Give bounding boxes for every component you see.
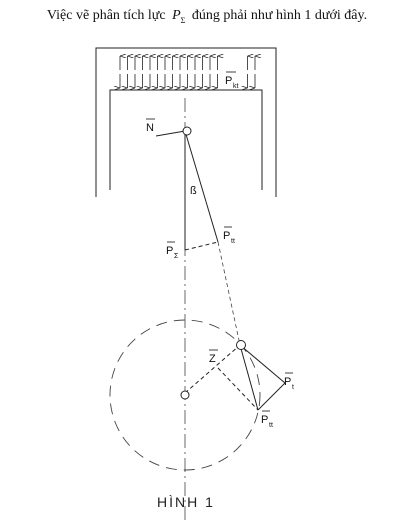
label-beta: ß (190, 185, 197, 197)
crank-circle (109, 319, 261, 471)
label-ptt-top: P tt (223, 226, 235, 245)
label-z: Z (209, 349, 218, 365)
label-psigma: P Σ (166, 241, 179, 260)
label-pkt-sub: kt (233, 83, 239, 90)
figure-title: HÌNH 1 (157, 494, 215, 510)
label-pkt-letter: P (225, 75, 232, 87)
label-pt-sub: t (292, 384, 294, 391)
caption-after: đúng phải như hình 1 dưới đây. (191, 8, 368, 23)
crank-pin (236, 340, 246, 350)
caption-before: Việc vẽ phân tích lực (46, 8, 166, 23)
top-force-triangle (155, 130, 219, 251)
label-psigma-letter: P (166, 245, 173, 257)
label-ptt-bottom-sub: tt (269, 422, 273, 429)
pt-to-ptt (257, 382, 286, 411)
crankshaft-center (180, 390, 190, 400)
ptt-bottom-vector (239, 344, 259, 411)
caption-text: Việc vẽ phân tích lực PΣ đúng phải như h… (0, 8, 414, 25)
rod-vector (184, 130, 219, 243)
label-ptt-bottom: P tt (261, 410, 273, 429)
caption-symbol-letter: P (172, 8, 181, 23)
cylinder-outline (95, 47, 277, 197)
caption-symbol: PΣ (172, 8, 186, 25)
connecting-rod-line (217, 241, 241, 346)
caption-symbol-sub: Σ (180, 15, 186, 25)
n-vector (155, 130, 186, 137)
z-projection (217, 367, 259, 411)
label-pt: P t (284, 372, 294, 391)
z-line (184, 344, 241, 394)
piston-pin (182, 126, 192, 136)
label-psigma-sub: Σ (174, 253, 179, 260)
label-ptt-top-letter: P (223, 230, 230, 242)
pt-vector (239, 344, 286, 384)
label-n-letter: N (146, 122, 154, 134)
label-ptt-bottom-letter: P (261, 414, 268, 426)
label-z-letter: Z (209, 353, 216, 365)
triangle-closing (184, 241, 219, 251)
label-ptt-top-sub: tt (231, 238, 235, 245)
label-pt-letter: P (284, 376, 291, 388)
pressure-arrows (120, 56, 255, 88)
label-n: N (146, 118, 155, 134)
label-pkt: P kt (225, 71, 239, 90)
bottom-force-triangle (184, 344, 286, 411)
